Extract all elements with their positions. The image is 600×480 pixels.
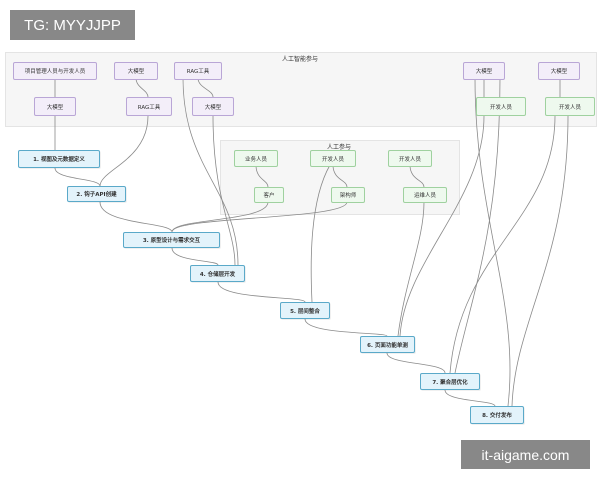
edge xyxy=(99,115,149,187)
edge xyxy=(255,164,269,188)
watermark-top: TG: MYYJJPP xyxy=(10,10,135,40)
edge xyxy=(310,164,331,303)
edge xyxy=(399,115,485,337)
edge xyxy=(511,115,569,407)
edge xyxy=(304,318,388,337)
edge xyxy=(54,167,101,187)
rag-tool-node-2: RAG工具 xyxy=(126,97,172,116)
llm-node-1: 大模型 xyxy=(114,62,158,80)
step-8-delivery: 8. 交付发布 xyxy=(470,406,524,424)
edge xyxy=(386,352,446,374)
pm-and-dev-node: 项目管理人员与开发人员 xyxy=(13,62,97,80)
developer-node-3: 开发人员 xyxy=(310,150,356,167)
llm-node-3: 大模型 xyxy=(192,97,234,116)
developer-node-4: 开发人员 xyxy=(388,150,432,167)
step-2-hook-api: 2. 钩子API创建 xyxy=(67,186,126,202)
step-1-view-metadata: 1. 视图及元数据定义 xyxy=(18,150,100,168)
architect-node: 架构师 xyxy=(331,187,365,203)
step-5-integration: 5. 层间整合 xyxy=(280,302,330,319)
watermark-bottom: it-aigame.com xyxy=(461,440,590,469)
step-6-page-unit-test: 6. 页面功能单测 xyxy=(360,336,415,353)
edge xyxy=(182,77,239,266)
edge xyxy=(449,115,556,374)
step-3-prototype: 3. 原型设计与需求交互 xyxy=(123,232,220,248)
edge xyxy=(197,77,214,98)
step-7-aggregation: 7. 聚合层优化 xyxy=(420,373,480,390)
human-group-title: 人工参与 xyxy=(326,144,352,151)
edge xyxy=(212,115,236,266)
ops-staff-node: 运维人员 xyxy=(403,187,447,203)
llm-node-2: 大模型 xyxy=(34,97,76,116)
edge xyxy=(171,201,348,233)
ai-group-title: 人工智能参与 xyxy=(281,56,319,63)
edge xyxy=(99,201,173,233)
edge xyxy=(135,77,149,98)
step-4-repository: 4. 仓储层开发 xyxy=(190,265,245,282)
rag-tool-node-1: RAG工具 xyxy=(174,62,222,80)
llm-node-5: 大模型 xyxy=(538,62,580,80)
edge xyxy=(332,164,348,188)
customer-node: 客户 xyxy=(254,187,284,203)
edge xyxy=(217,281,306,303)
llm-node-4: 大模型 xyxy=(463,62,505,80)
edge xyxy=(444,389,496,407)
edge xyxy=(171,201,269,233)
edge xyxy=(409,164,425,188)
developer-node-1: 开发人员 xyxy=(476,97,526,116)
developer-node-2: 开发人员 xyxy=(545,97,595,116)
edge xyxy=(171,247,219,266)
edge xyxy=(397,201,425,337)
business-staff-node: 业务人员 xyxy=(234,150,278,167)
edge xyxy=(474,77,511,407)
edge xyxy=(454,77,501,374)
